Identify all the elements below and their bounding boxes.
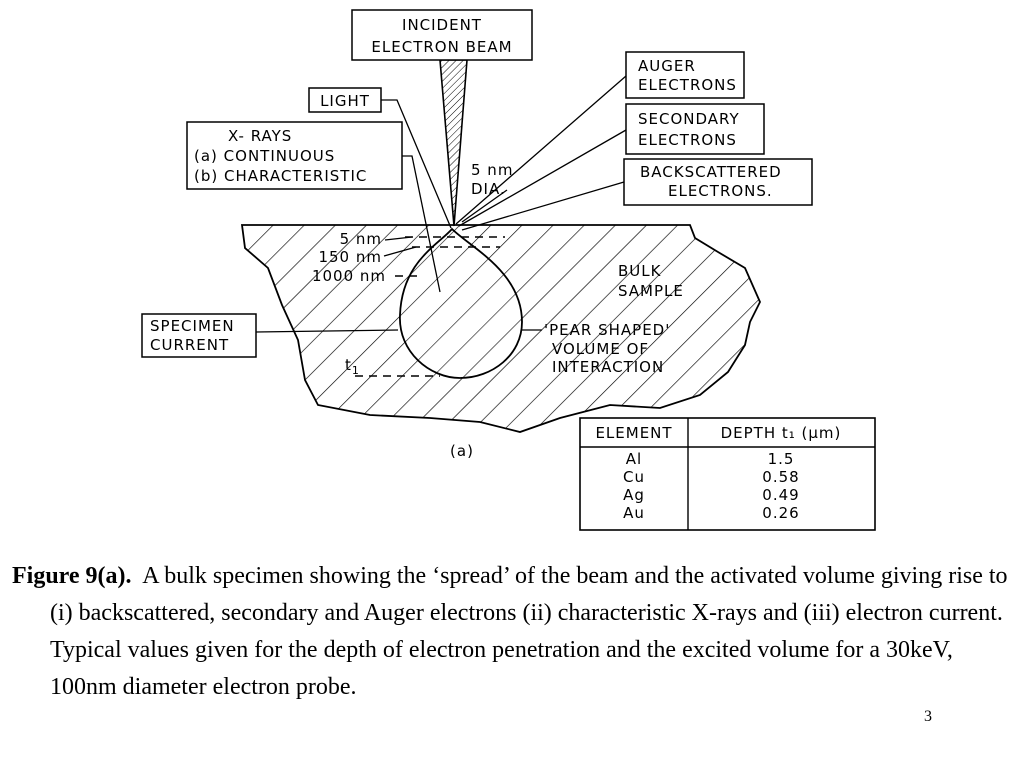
electron-interaction-diagram: INCIDENT ELECTRON BEAM AUGER ELECTRONS S… — [141, 9, 876, 531]
figure-caption: Figure 9(a). A bulk specimen showing the… — [12, 558, 1012, 706]
incident-label-line2: ELECTRON BEAM — [371, 38, 512, 56]
incident-electron-beam — [439, 59, 468, 227]
bulk-sample-label-line1: BULK — [618, 262, 662, 280]
xrays-label-line2: (a) CONTINUOUS — [194, 147, 335, 165]
page-number: 3 — [924, 708, 932, 725]
pear-label-line2: VOLUME OF — [552, 340, 649, 358]
backscattered-label-line1: BACKSCATTERED — [640, 163, 782, 181]
table-header-element: ELEMENT — [595, 424, 672, 442]
depth-5nm-label: 5 nm — [340, 230, 382, 248]
subfigure-label: (a) — [450, 442, 474, 460]
table-row-element: Cu — [623, 468, 645, 486]
table-header-depth: DEPTH t₁ (μm) — [721, 424, 842, 442]
incident-label-line1: INCIDENT — [402, 16, 482, 34]
table-row-depth: 0.58 — [762, 468, 799, 486]
backscattered-label-box — [623, 158, 813, 206]
depth-150nm-label: 150 nm — [318, 248, 382, 266]
table-row-depth: 1.5 — [768, 450, 795, 468]
xrays-label-box — [186, 121, 403, 190]
specimen-current-line1: SPECIMEN — [150, 317, 235, 335]
specimen-current-label-box — [141, 313, 257, 358]
secondary-label-line2: ELECTRONS — [638, 131, 737, 149]
specimen-current-line2: CURRENT — [150, 336, 229, 354]
leader-lines — [255, 75, 627, 333]
xrays-label-line1: X- RAYS — [228, 127, 292, 145]
light-label-box — [308, 87, 382, 113]
depth-table: ELEMENT DEPTH t₁ (μm) Al 1.5 Cu 0.58 Ag … — [579, 417, 876, 531]
secondary-label-box — [625, 103, 765, 155]
incident-beam-label-box — [351, 9, 533, 61]
t1-label: t1 — [345, 356, 360, 377]
table-row-element: Au — [623, 504, 645, 522]
beam-diameter-line1: 5 nm — [471, 161, 513, 179]
table-row-element: Ag — [623, 486, 645, 504]
table-row-depth: 0.26 — [762, 504, 799, 522]
figure-label: Figure 9(a). — [12, 563, 132, 589]
caption-text: A bulk specimen showing the ‘spread’ of … — [50, 563, 1008, 700]
table-row-depth: 0.49 — [762, 486, 799, 504]
depth-dashes — [355, 236, 505, 377]
pear-label-line1: 'PEAR SHAPED' — [544, 321, 670, 339]
xrays-label-line3: (b) CHARACTERISTIC — [194, 167, 367, 185]
bulk-sample-label-line2: SAMPLE — [618, 282, 684, 300]
backscattered-label-line2: ELECTRONS. — [668, 182, 773, 200]
pear-label-line3: INTERACTION — [552, 358, 664, 376]
auger-label-line2: ELECTRONS — [638, 76, 737, 94]
secondary-label-line1: SECONDARY — [638, 110, 740, 128]
beam-diameter-line2: DIA. — [471, 180, 506, 198]
depth-1000nm-label: 1000 nm — [312, 267, 386, 285]
pear-shaped-volume — [399, 227, 523, 379]
auger-label-box — [625, 51, 745, 99]
table-row-element: Al — [626, 450, 642, 468]
light-label: LIGHT — [320, 92, 370, 110]
auger-label-line1: AUGER — [638, 57, 696, 75]
